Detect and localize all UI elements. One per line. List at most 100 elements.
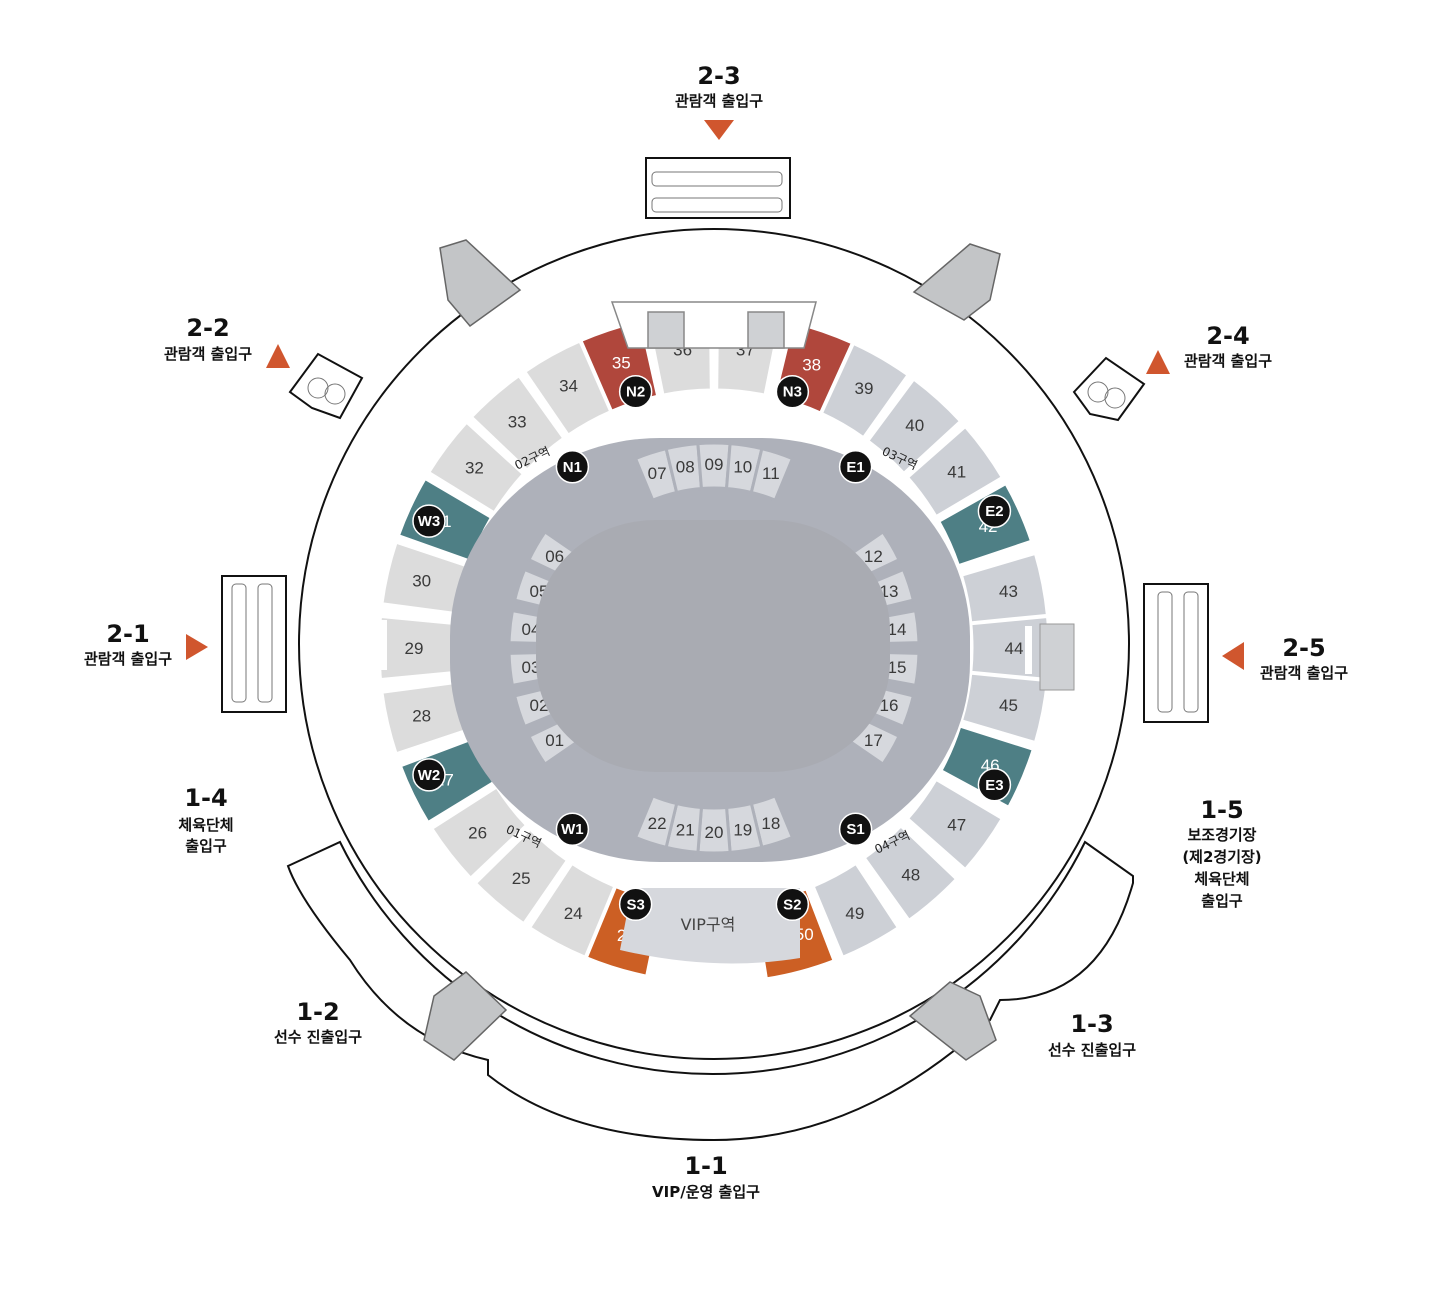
- upper-section-43[interactable]: 43: [959, 551, 1050, 625]
- upper-section-26[interactable]: 26: [429, 784, 529, 881]
- entrance-1-5: 1-5 보조경기장 (제2경기장) 체육단체 출입구: [1182, 796, 1261, 910]
- vip-zone-shape: [620, 888, 800, 964]
- section-label: 07: [648, 464, 667, 483]
- section-shape: [749, 446, 795, 503]
- badge-n1: N1: [555, 450, 590, 484]
- section-label: 14: [888, 620, 907, 639]
- section-label: 17: [864, 731, 883, 750]
- badge-label: E3: [985, 777, 1003, 794]
- entrance-name-line1: 체육단체: [178, 816, 233, 834]
- entrance-2-5: 2-5 관람객 출입구: [1260, 634, 1348, 682]
- pitch: [536, 520, 890, 772]
- upper-section-48[interactable]: 48: [862, 823, 959, 923]
- upper-section-39[interactable]: 39: [819, 341, 911, 440]
- section-label: 15: [888, 658, 907, 677]
- upper-section-32[interactable]: 32: [426, 419, 526, 515]
- upper-section-33[interactable]: 33: [469, 373, 566, 473]
- upper-section-44[interactable]: 44: [969, 614, 1051, 682]
- section-label: 47: [947, 815, 966, 834]
- entrance-code: 2-4: [1206, 322, 1249, 350]
- upper-section-49[interactable]: 49: [811, 861, 901, 960]
- corner-towers: [423, 239, 1001, 1061]
- section-label: 22: [648, 814, 667, 833]
- badge-label: W3: [418, 513, 441, 530]
- section-shape: [429, 784, 529, 881]
- entrance-2-2: 2-2 관람객 출입구: [164, 314, 252, 363]
- badge-n2: N2: [618, 374, 653, 409]
- section-label: 44: [1005, 639, 1024, 658]
- section-shape: [633, 793, 679, 850]
- badge-e3: E3: [977, 768, 1012, 802]
- entrance-code: 1-2: [296, 998, 339, 1026]
- section-label: 01: [545, 731, 564, 750]
- badge-circle: [412, 504, 446, 538]
- upper-section-47[interactable]: 47: [905, 777, 1005, 872]
- section-label: 33: [508, 413, 527, 432]
- badge-s3: S3: [618, 887, 653, 922]
- vip-zone-label: VIP구역: [681, 915, 736, 934]
- section-label: 03: [522, 658, 541, 677]
- section-shape: [862, 823, 959, 923]
- entrance-code: 1-4: [184, 784, 227, 812]
- entrance-2-4: 2-4 관람객 출입구: [1184, 322, 1272, 370]
- upper-section-24[interactable]: 24: [527, 861, 617, 960]
- section-label: 18: [761, 814, 780, 833]
- entrance-code: 2-1: [106, 620, 149, 648]
- entrance-name: 관람객 출입구: [164, 345, 252, 363]
- entrance-1-4: 1-4 체육단체 출입구: [178, 784, 233, 855]
- entrance-1-2: 1-2 선수 진출입구: [274, 998, 362, 1046]
- arrow-2-3: [704, 120, 734, 140]
- aisle-gap: [380, 620, 387, 670]
- entrance-1-3: 1-3 선수 진출입구: [1048, 1010, 1136, 1059]
- upper-section-25[interactable]: 25: [473, 827, 570, 926]
- section-shape: [905, 424, 1005, 519]
- badge-circle: [838, 812, 873, 846]
- section-shape: [473, 827, 570, 926]
- media-block: [1039, 623, 1075, 691]
- badge-label: S2: [783, 896, 801, 913]
- badge-label: W2: [418, 767, 441, 784]
- section-shape: [819, 341, 911, 440]
- entrance-code: 1-5: [1200, 796, 1243, 824]
- entrance-name: 선수 진출입구: [1048, 1041, 1136, 1059]
- section-label: 28: [412, 706, 431, 725]
- badge-circle: [555, 812, 590, 846]
- upper-section-34[interactable]: 34: [522, 339, 613, 438]
- section-label: 04: [522, 620, 541, 639]
- lower-section-19[interactable]: 19: [724, 801, 764, 854]
- upper-section-41[interactable]: 41: [905, 424, 1005, 519]
- badge-label: N1: [563, 459, 582, 476]
- upper-section-45[interactable]: 45: [959, 671, 1050, 745]
- lower-section-11[interactable]: 11: [749, 446, 795, 503]
- entrance-code: 2-5: [1282, 634, 1325, 662]
- section-shape: [865, 376, 963, 476]
- section-shape: [905, 777, 1005, 872]
- section-label: 16: [880, 696, 899, 715]
- section-shape: [527, 861, 617, 960]
- lower-section-09[interactable]: 09: [696, 441, 732, 491]
- lower-section-22[interactable]: 22: [633, 793, 679, 850]
- badge-circle: [775, 374, 810, 409]
- section-label: 39: [855, 379, 874, 398]
- section-label: 49: [845, 904, 864, 923]
- lower-section-20[interactable]: 20: [696, 805, 732, 855]
- section-label: 24: [564, 904, 583, 923]
- entrance-2-1: 2-1 관람객 출입구: [84, 620, 172, 668]
- section-label: 10: [733, 457, 752, 476]
- upper-section-30[interactable]: 30: [380, 540, 472, 616]
- entrance-code: 1-3: [1070, 1010, 1113, 1038]
- badge-circle: [838, 450, 873, 484]
- badge-s2: S2: [775, 887, 810, 922]
- entrance-name: 관람객 출입구: [675, 92, 763, 110]
- entrance-code: 2-3: [697, 62, 740, 90]
- badge-circle: [977, 494, 1012, 528]
- section-label: 43: [999, 582, 1018, 601]
- lower-section-08[interactable]: 08: [664, 442, 704, 495]
- upper-section-40[interactable]: 40: [865, 376, 963, 476]
- press-box: [610, 301, 817, 349]
- upper-section-29[interactable]: 29: [377, 614, 459, 682]
- entrance-arrows: [186, 120, 1244, 670]
- aisle-gap-east: [1025, 626, 1032, 674]
